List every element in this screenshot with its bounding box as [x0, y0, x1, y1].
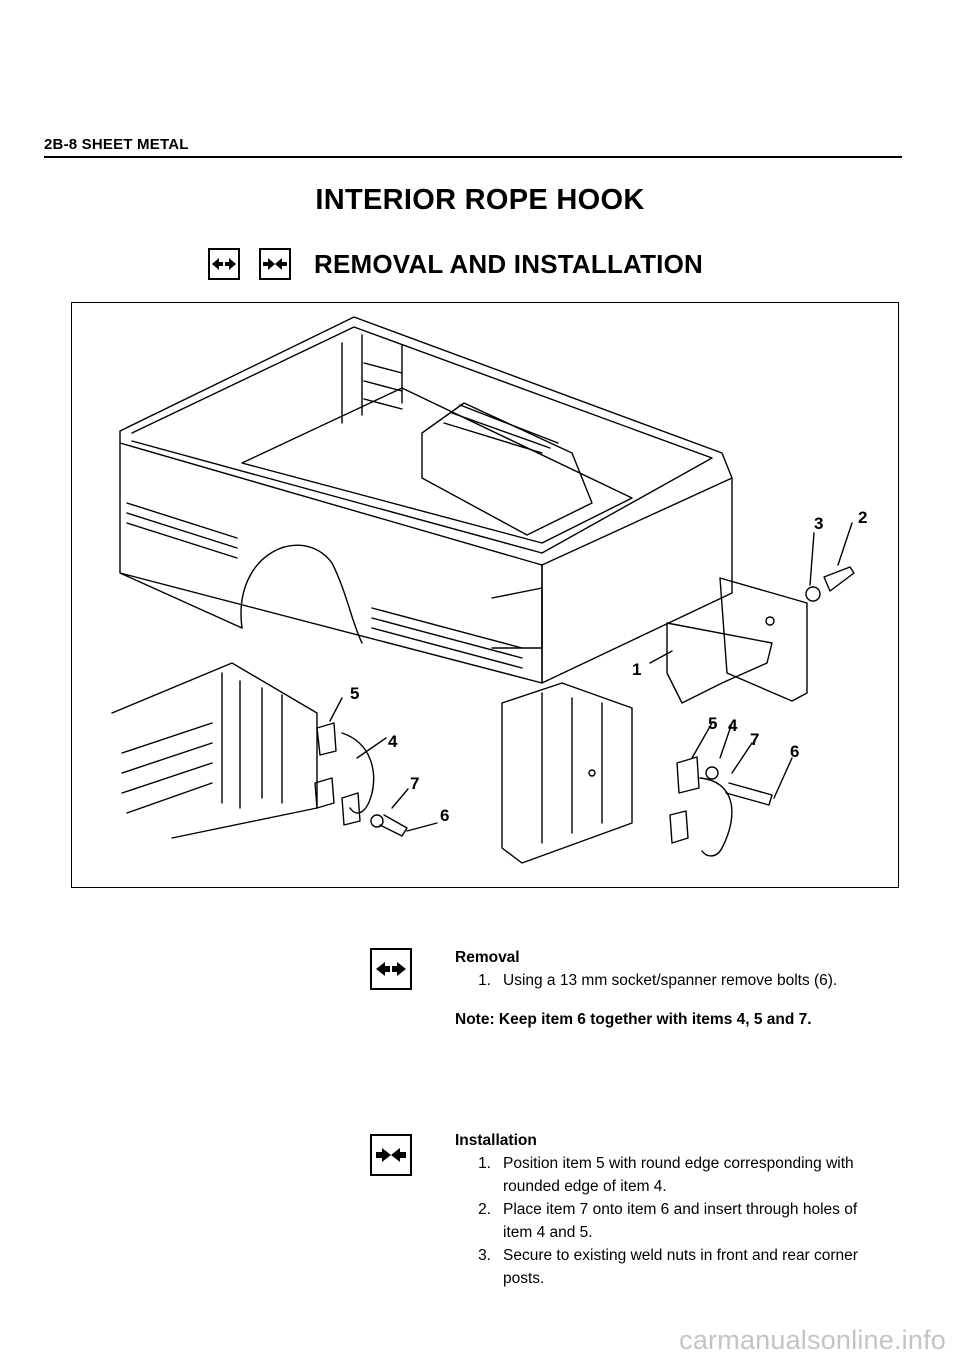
- exploded-view-figure: 1 2 3 4 5 6 7 5 4 7 6: [71, 302, 899, 888]
- section-title: REMOVAL AND INSTALLATION: [314, 248, 703, 279]
- removal-heading: Removal: [455, 949, 520, 966]
- header-rule: [44, 156, 902, 158]
- callout-7-left: 7: [410, 774, 419, 793]
- removal-note: Note: Keep item 6 together with items 4,…: [455, 1011, 812, 1028]
- installation-step: 1. Position item 5 with round edge corre…: [478, 1155, 854, 1195]
- callout-3: 3: [814, 514, 823, 533]
- callout-5-right: 5: [708, 714, 717, 733]
- installation-steps: 1. Position item 5 with round edge corre…: [455, 1152, 885, 1290]
- removal-steps: 1. Using a 13 mm socket/spanner remove b…: [455, 969, 885, 992]
- installation-step: 3. Secure to existing weld nuts in front…: [478, 1247, 858, 1287]
- callout-4-left: 4: [388, 732, 398, 751]
- installation-arrows-icon: [370, 1134, 412, 1176]
- removal-arrows-icon: [370, 948, 412, 990]
- callout-2: 2: [858, 508, 867, 527]
- callout-7-right: 7: [750, 730, 759, 749]
- removal-arrows-icon: [208, 248, 240, 280]
- watermark: carmanualsonline.info: [679, 1325, 946, 1355]
- installation-arrows-icon: [259, 248, 291, 280]
- section-header-label: 2B-8 SHEET METAL: [44, 136, 189, 153]
- operation-row: REMOVAL AND INSTALLATION: [208, 244, 703, 284]
- installation-step: 2. Place item 7 onto item 6 and insert t…: [478, 1201, 858, 1241]
- callout-4-right: 4: [728, 716, 738, 735]
- removal-procedure: Removal 1. Using a 13 mm socket/spanner …: [455, 946, 885, 1031]
- page-title: INTERIOR ROPE HOOK: [315, 184, 645, 216]
- truck-bed-diagram: 1 2 3 4 5 6 7 5 4 7 6: [111, 316, 867, 864]
- callout-6-right: 6: [790, 742, 799, 761]
- callout-6-left: 6: [440, 806, 449, 825]
- callout-5-left: 5: [350, 684, 359, 703]
- installation-procedure: Installation 1. Position item 5 with rou…: [455, 1129, 885, 1290]
- callout-1: 1: [632, 660, 641, 679]
- removal-step: 1. Using a 13 mm socket/spanner remove b…: [478, 972, 838, 989]
- installation-heading: Installation: [455, 1132, 537, 1149]
